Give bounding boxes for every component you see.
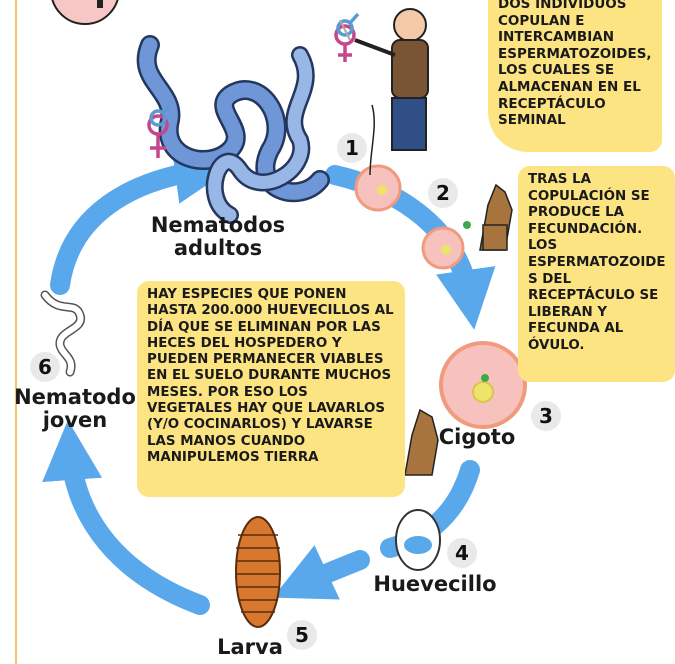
label-young-nematode: Nematodo joven [14,385,136,432]
cell-stage-1 [354,104,402,212]
young-nematode-illustration [40,290,85,377]
step-number-2: 2 [428,178,458,208]
note-eggs: HAY ESPECIES QUE PONEN HASTA 200.000 HUE… [137,281,405,497]
arrow-larva-to-young [42,420,210,615]
step-number-4: 4 [447,538,477,568]
label-larva: Larva [217,635,283,659]
label-zygote: Cigoto [438,425,516,449]
label-adult-nematodes: Nematodos adultos [150,213,286,260]
scientist-illustration [339,8,429,151]
step-number-3: 3 [531,401,561,431]
adult-nematodes-illustration [136,35,330,224]
dog-illustration-top [479,183,513,251]
arrow-young-to-adults [50,144,235,295]
step-number-5: 5 [287,620,317,650]
label-egg: Huevecillo [373,572,497,596]
cell-stage-2 [421,221,471,270]
corner-badge [51,0,119,25]
dog-illustration-middle [404,408,439,476]
larva-illustration [235,516,281,628]
gender-symbols [147,24,356,158]
zygote-cell [439,341,527,429]
step-number-1: 1 [337,133,367,163]
note-copulation: DOS INDIVIDUOS COPULAN E INTERCAMBIAN ES… [488,0,662,152]
note-fertilization: TRAS LA COPULACIÓN SE PRODUCE LA FECUNDA… [518,166,675,382]
male-symbols [149,12,360,127]
egg-illustration [395,509,441,571]
arrow-egg-to-larva [272,545,370,600]
step-number-6: 6 [30,352,60,382]
